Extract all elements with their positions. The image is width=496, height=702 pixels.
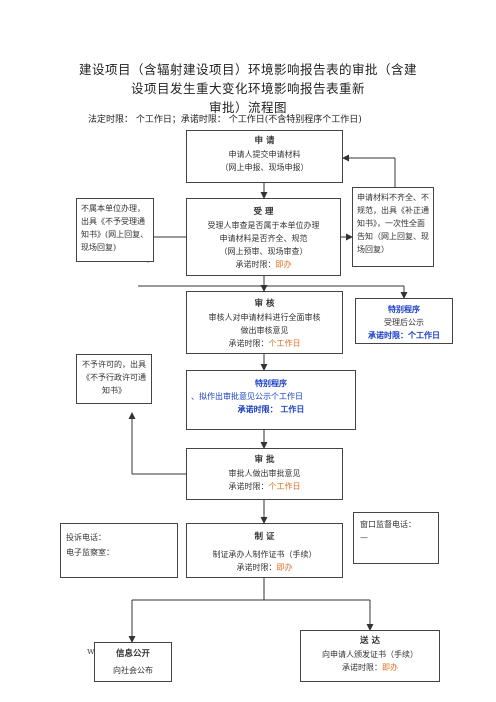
- node-approve: 审 批 审批人做出审批意见 承诺时限：个工作日: [186, 448, 343, 500]
- node-special1: 特别程序 受理后公示 承诺时限：个工作日: [355, 298, 453, 344]
- time-limits: 法定时限： 个工作日；承诺时限： 个工作日(不含特别程序个工作日): [88, 115, 362, 125]
- node-accept: 受 理 受理人审查是否属于本单位办理 申请材料是否齐全、规范 （网上预审、现场审…: [186, 198, 341, 276]
- node-review-title: 审 核: [254, 299, 275, 309]
- node-approve-promise-value: 个工作日: [268, 482, 301, 491]
- node-review-line2: 做出审核意见: [240, 326, 289, 335]
- node-certify: 制 证 制证承办人制作证书（手续） 承诺时限：即办: [186, 523, 343, 578]
- node-certify-promise: 承诺时限：即办: [187, 561, 342, 574]
- node-accept-line2: 申请材料是否齐全、规范: [219, 234, 308, 243]
- node-deliver-promise-label: 承诺时限：: [342, 663, 382, 672]
- node-not-permit-text: 不予许可的，出具《不予行政许可通知书》: [82, 360, 146, 395]
- node-special2-line1: 、拟作出审批意见公示个工作日: [191, 392, 303, 401]
- node-accept-line3: （网上预审、现场审查）: [219, 247, 308, 256]
- node-deliver-title: 送 达: [360, 636, 380, 646]
- node-certify-title: 制 证: [254, 532, 275, 542]
- node-special1-line1: 受理后公示: [384, 318, 424, 327]
- node-approve-line1: 审批人做出审批意见: [228, 469, 301, 478]
- node-approve-promise: 承诺时限：个工作日: [187, 480, 342, 493]
- node-publish-title: 信息公开: [115, 649, 150, 659]
- node-incomplete: 申请材料不齐全、不规范，出具《补正通知书》，一次性全面告知（网上回复、现场回复）: [352, 187, 434, 267]
- node-review-promise: 承诺时限：个工作日: [187, 337, 342, 350]
- page-title-line2: 设项目发生重大变化环境影响报告表重新: [130, 81, 365, 96]
- node-certify-promise-value: 即办: [276, 563, 293, 572]
- node-window-line1: 窗口监督电话：: [360, 520, 416, 529]
- node-complaint: 投诉电话： 电子监察室：: [60, 523, 178, 578]
- node-special2-line2: 承诺时限： 工作日: [237, 404, 305, 414]
- node-special1-line2: 承诺时限：个工作日: [368, 330, 440, 340]
- node-not-permit: 不予许可的，出具《不予行政许可通知书》: [76, 354, 152, 404]
- node-deliver-promise-value: 即办: [382, 663, 398, 672]
- node-special1-title: 特别程序: [388, 304, 420, 314]
- node-apply-title: 申 请: [254, 136, 275, 146]
- node-review: 审 核 审核人对申请材料进行全面审核 做出审核意见 承诺时限：个工作日: [186, 291, 343, 354]
- node-window: 窗口监督电话： —: [353, 512, 439, 564]
- node-accept-line1: 受理人审查是否属于本单位办理: [207, 221, 320, 230]
- node-not-unit-text: 不属本单位办理，出具《不予受理通知书》(网上回复、现场回复): [81, 204, 149, 252]
- node-review-promise-label: 承诺时限：: [228, 339, 269, 348]
- node-incomplete-text: 申请材料不齐全、不规范，出具《补正通知书》，一次性全面告知（网上回复、现场回复）: [357, 193, 429, 254]
- node-certify-promise-label: 承诺时限：: [236, 563, 277, 572]
- node-publish-line1: 向社会公布: [113, 666, 153, 675]
- node-accept-promise-label: 承诺时限：: [235, 260, 276, 269]
- node-special2: 特别程序 、拟作出审批意见公示个工作日 承诺时限： 工作日: [186, 370, 356, 430]
- node-approve-promise-label: 承诺时限：: [228, 482, 269, 491]
- node-complaint-line2: 电子监察室：: [66, 548, 114, 557]
- node-accept-title: 受 理: [253, 207, 274, 217]
- node-complaint-line1: 投诉电话：: [66, 533, 106, 542]
- node-not-unit: 不属本单位办理，出具《不予受理通知书》(网上回复、现场回复): [76, 198, 154, 262]
- page-title-line1: 建设项目（含辐射建设项目）环境影响报告表的审批（含建: [78, 62, 417, 77]
- page-title-line3: 审批）流程图: [208, 100, 287, 115]
- node-apply: 申 请 申请人提交申请材料 （网上申报、现场申报）: [186, 130, 343, 183]
- watermark-letter: w: [87, 647, 95, 657]
- node-review-line1: 审核人对申请材料进行全面审核: [208, 313, 321, 322]
- node-certify-line1: 制证承办人制作证书（手续）: [212, 550, 317, 559]
- node-apply-line2: （网上申报、现场申报）: [220, 163, 309, 172]
- node-accept-promise-value: 即办: [275, 260, 292, 269]
- node-apply-line1: 申请人提交申请材料: [228, 150, 301, 159]
- node-deliver: 送 达 向申请人颁发证书（手续） 承诺时限：即办: [300, 630, 440, 682]
- node-special2-title: 特别程序: [255, 378, 287, 388]
- node-review-promise-value: 个工作日: [268, 339, 301, 348]
- node-approve-title: 审 批: [254, 455, 275, 465]
- node-accept-promise: 承诺时限：即办: [187, 258, 340, 271]
- node-deliver-promise: 承诺时限：即办: [301, 661, 439, 674]
- node-deliver-line1: 向申请人颁发证书（手续）: [322, 650, 418, 659]
- node-publish: 信息公开 向社会公布: [94, 642, 172, 682]
- node-window-line2: —: [360, 533, 368, 542]
